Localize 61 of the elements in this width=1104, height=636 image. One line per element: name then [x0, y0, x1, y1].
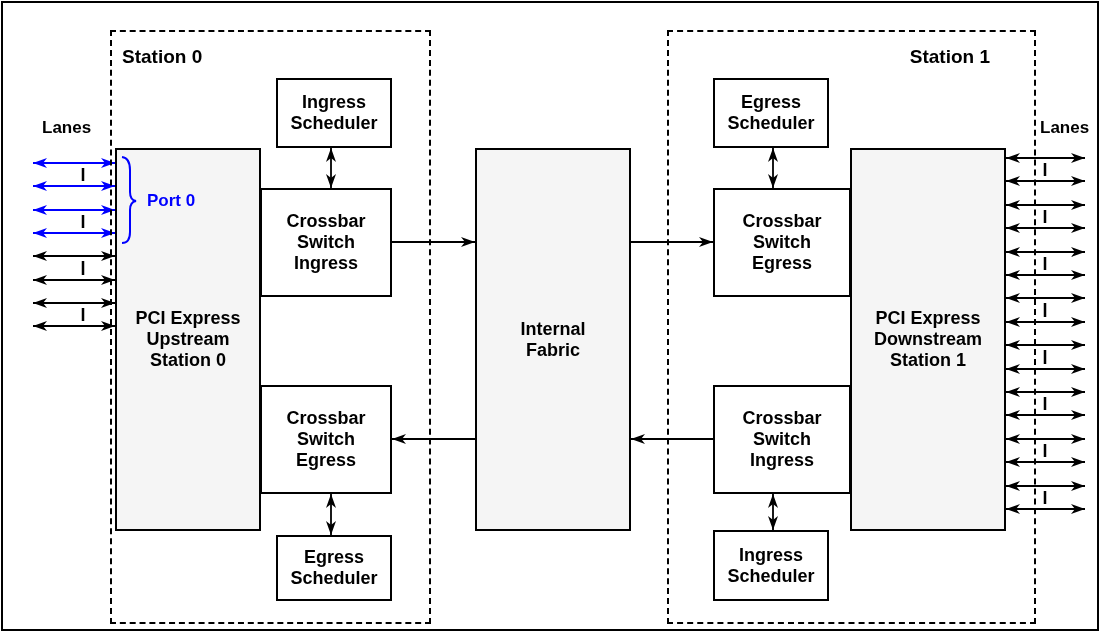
- box-label: Ingress Scheduler: [289, 92, 379, 134]
- lanes-label: Lanes: [1040, 118, 1090, 138]
- process-box: [850, 148, 1006, 531]
- arrow: [630, 434, 714, 444]
- box-label: Ingress Scheduler: [726, 544, 816, 587]
- process-box: [713, 188, 851, 297]
- double-arrow: [32, 251, 116, 261]
- double-arrow: [1005, 387, 1086, 397]
- double-arrow: [1005, 153, 1086, 163]
- process-box: [475, 148, 631, 531]
- double-arrow: [1005, 434, 1086, 444]
- double-arrow: [1005, 504, 1086, 514]
- dashed-group-box: [667, 30, 1036, 624]
- double-arrow: [1005, 200, 1086, 210]
- box-label: Crossbar Switch Egress: [741, 211, 823, 274]
- double-arrow: [1005, 293, 1086, 303]
- double-arrow: [32, 298, 116, 308]
- double-arrow: [32, 205, 116, 215]
- process-box: [713, 78, 829, 148]
- box-label: Egress Scheduler: [289, 547, 379, 589]
- double-arrow: [1005, 410, 1086, 420]
- box-label: Crossbar Switch Egress: [285, 408, 367, 471]
- box-label: PCI Express Downstream Station 1: [873, 308, 983, 371]
- box-label: Crossbar Switch Ingress: [285, 211, 367, 274]
- group-title: Station 0: [122, 46, 203, 68]
- double-arrow: [1005, 340, 1086, 350]
- double-arrow: [1005, 364, 1086, 374]
- port-label: Port 0: [147, 191, 196, 211]
- process-box: [260, 385, 392, 494]
- box-label: PCI Express Upstream Station 0: [134, 308, 242, 371]
- double-arrow: [1005, 457, 1086, 467]
- box-label: Internal Fabric: [519, 318, 587, 361]
- process-box: [115, 148, 261, 531]
- double-arrow: [1005, 176, 1086, 186]
- double-arrow: [32, 228, 116, 238]
- double-arrow: [1005, 481, 1086, 491]
- process-box: [260, 188, 392, 297]
- box-label: Crossbar Switch Ingress: [741, 408, 823, 471]
- double-arrow: [1005, 223, 1086, 233]
- double-arrow: [1005, 247, 1086, 257]
- process-box: [276, 535, 392, 601]
- process-box: [713, 530, 829, 601]
- process-box: [713, 385, 851, 494]
- double-arrow: [32, 321, 116, 331]
- dashed-group-box: [110, 30, 431, 624]
- double-arrow: [32, 158, 116, 168]
- arrow: [391, 434, 476, 444]
- double-arrow: [1005, 270, 1086, 280]
- lanes-label: Lanes: [42, 118, 92, 138]
- double-arrow: [1005, 317, 1086, 327]
- box-label: Egress Scheduler: [726, 92, 816, 134]
- double-arrow: [768, 147, 778, 189]
- double-arrow: [32, 181, 116, 191]
- double-arrow: [768, 493, 778, 531]
- process-box: [276, 78, 392, 148]
- arrow: [391, 237, 476, 247]
- double-arrow: [326, 147, 336, 189]
- group-title: Station 1: [909, 46, 990, 68]
- double-arrow: [32, 275, 116, 285]
- double-arrow: [326, 493, 336, 536]
- arrow: [630, 237, 714, 247]
